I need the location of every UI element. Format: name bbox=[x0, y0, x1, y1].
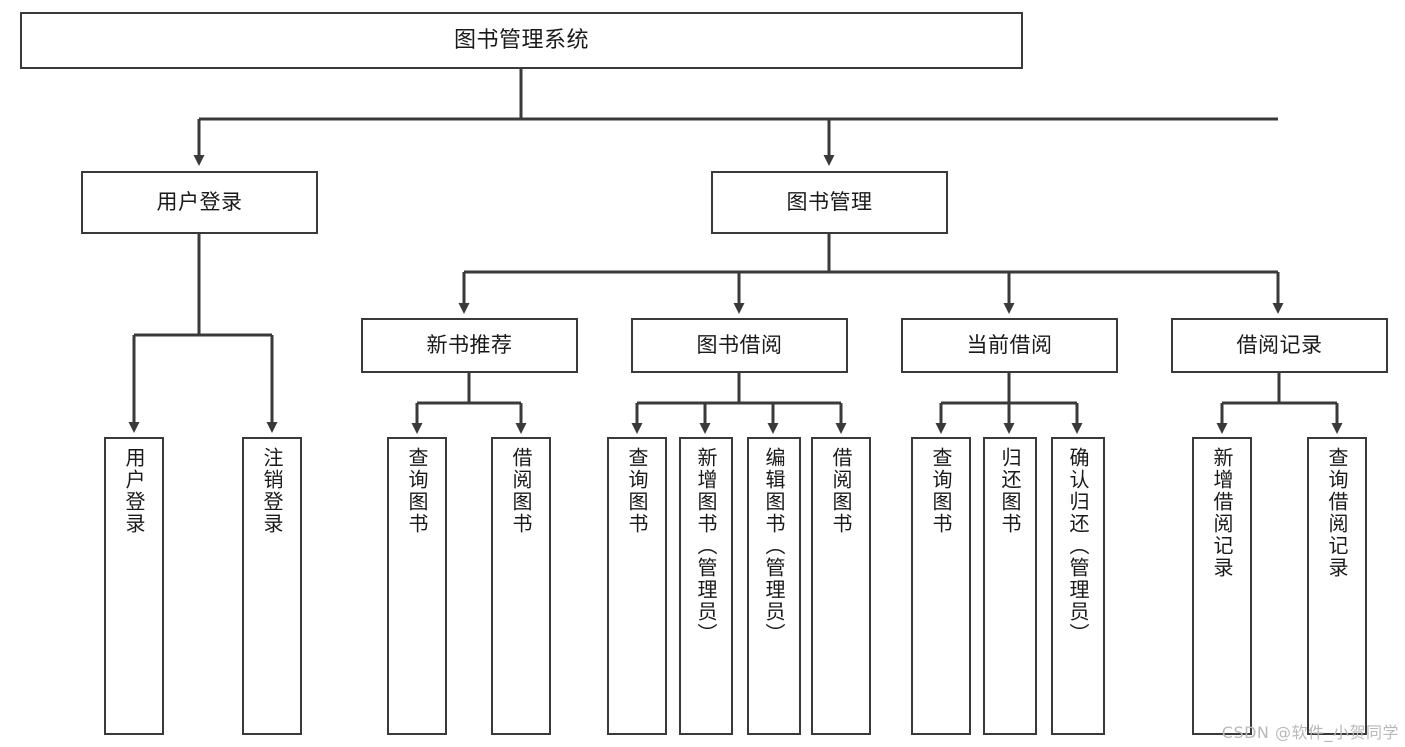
node-user-login[interactable]: 用户登录 bbox=[81, 171, 318, 234]
leaf-borrow-book-2-label: 借阅图书 bbox=[829, 447, 853, 535]
leaf-query-record[interactable]: 查询借阅记录 bbox=[1307, 437, 1367, 735]
node-book-borrow-label: 图书借阅 bbox=[696, 333, 783, 358]
leaf-return-book-label: 归还图书 bbox=[998, 447, 1022, 535]
leaf-add-book-label: 新增图书（管理员） bbox=[694, 447, 718, 645]
leaf-edit-book-label: 编辑图书（管理员） bbox=[762, 447, 786, 645]
node-book-management[interactable]: 图书管理 bbox=[711, 171, 948, 234]
leaf-query-book-1[interactable]: 查询图书 bbox=[387, 437, 447, 735]
leaf-query-record-label: 查询借阅记录 bbox=[1325, 447, 1349, 579]
leaf-borrow-book-2[interactable]: 借阅图书 bbox=[811, 437, 871, 735]
leaf-query-book-3[interactable]: 查询图书 bbox=[911, 437, 971, 735]
node-new-book-recommend[interactable]: 新书推荐 bbox=[361, 318, 578, 373]
leaf-query-book-1-label: 查询图书 bbox=[405, 447, 429, 535]
node-root[interactable]: 图书管理系统 bbox=[20, 12, 1023, 69]
leaf-borrow-book-1-label: 借阅图书 bbox=[509, 447, 533, 535]
leaf-query-book-2[interactable]: 查询图书 bbox=[607, 437, 667, 735]
leaf-return-book[interactable]: 归还图书 bbox=[983, 437, 1037, 735]
node-user-login-label: 用户登录 bbox=[156, 190, 243, 215]
leaf-add-book[interactable]: 新增图书（管理员） bbox=[679, 437, 733, 735]
node-book-management-label: 图书管理 bbox=[786, 190, 873, 215]
node-new-book-recommend-label: 新书推荐 bbox=[426, 333, 513, 358]
node-root-label: 图书管理系统 bbox=[453, 27, 589, 53]
leaf-user-login[interactable]: 用户登录 bbox=[104, 437, 164, 735]
node-book-borrow[interactable]: 图书借阅 bbox=[631, 318, 848, 373]
leaf-logout[interactable]: 注销登录 bbox=[242, 437, 302, 735]
leaf-logout-label: 注销登录 bbox=[260, 447, 284, 535]
node-current-borrow-label: 当前借阅 bbox=[966, 333, 1053, 358]
leaf-add-record[interactable]: 新增借阅记录 bbox=[1192, 437, 1252, 735]
node-borrow-record[interactable]: 借阅记录 bbox=[1171, 318, 1388, 373]
leaf-add-record-label: 新增借阅记录 bbox=[1210, 447, 1234, 579]
node-current-borrow[interactable]: 当前借阅 bbox=[901, 318, 1118, 373]
leaf-borrow-book-1[interactable]: 借阅图书 bbox=[491, 437, 551, 735]
leaf-query-book-2-label: 查询图书 bbox=[625, 447, 649, 535]
leaf-confirm-return[interactable]: 确认归还（管理员） bbox=[1051, 437, 1105, 735]
node-borrow-record-label: 借阅记录 bbox=[1236, 333, 1323, 358]
leaf-query-book-3-label: 查询图书 bbox=[929, 447, 953, 535]
leaf-user-login-label: 用户登录 bbox=[122, 447, 146, 535]
leaf-edit-book[interactable]: 编辑图书（管理员） bbox=[747, 437, 801, 735]
watermark: CSDN @软件_小贺同学 bbox=[1221, 723, 1399, 742]
leaf-confirm-return-label: 确认归还（管理员） bbox=[1066, 447, 1090, 645]
